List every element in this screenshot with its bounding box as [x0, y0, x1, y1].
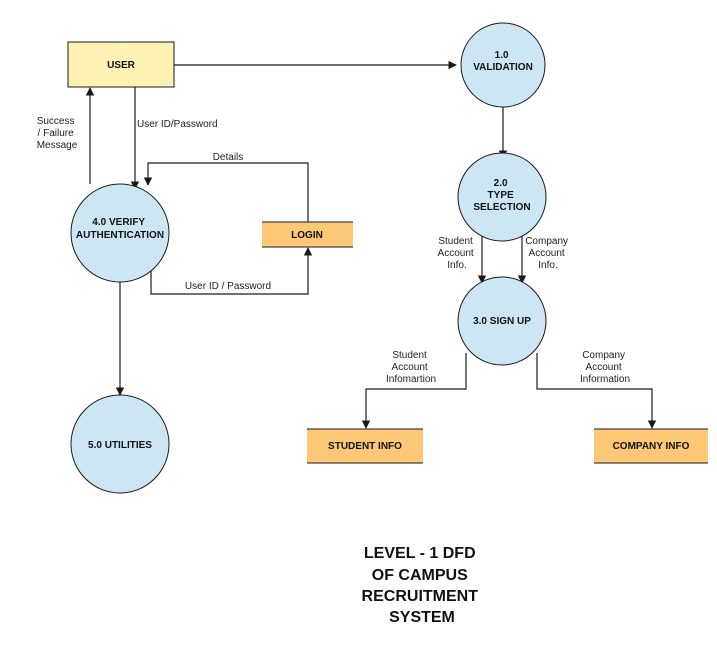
- process-sign-up: 3.0 SIGN UP: [457, 276, 547, 366]
- edge-label-student-account-infomartion: Student Account Infomartion: [386, 350, 436, 385]
- process-utilities-label: 5.0 UTILITIES: [88, 440, 152, 451]
- process-sign-up-label: 3.0 SIGN UP: [473, 316, 531, 327]
- user-entity-label: USER: [107, 60, 136, 71]
- process-verify-authentication: 4.0 VERIFY AUTHENTICATION: [70, 183, 170, 283]
- data-store-student-info-label: STUDENT INFO: [328, 441, 402, 452]
- data-store-login: LOGIN: [262, 221, 353, 248]
- data-store-company-info: COMPANY INFO: [594, 428, 708, 464]
- edge-signup-to-company-info: [536, 353, 657, 429]
- edge-verify-to-login: [150, 247, 313, 295]
- process-verify-authentication-label: 4.0 VERIFY AUTHENTICATION: [76, 217, 164, 241]
- edge-label-success-failure: Success / Failure Message: [37, 116, 78, 151]
- process-type-selection-label: 2.0 TYPE SELECTION: [473, 178, 530, 213]
- process-validation-label: 1.0 VALIDATION: [473, 50, 533, 73]
- edge-label-user-id-password: User ID/Password: [137, 119, 218, 130]
- edge-label-company-account-information: Company Account Information: [580, 350, 630, 385]
- data-store-login-label: LOGIN: [291, 230, 323, 241]
- edge-label-student-account-info: Student Account Info.: [438, 236, 477, 271]
- data-store-student-info: STUDENT INFO: [307, 428, 423, 464]
- data-store-company-info-label: COMPANY INFO: [613, 441, 690, 452]
- process-utilities: 5.0 UTILITIES: [70, 394, 170, 494]
- process-validation: 1.0 VALIDATION: [460, 22, 546, 108]
- process-type-selection: 2.0 TYPE SELECTION: [457, 152, 547, 242]
- edge-signup-to-student-info: [361, 353, 467, 429]
- diagram-title: LEVEL - 1 DFD OF CAMPUS RECRUITMENT SYST…: [362, 545, 483, 626]
- edge-label-user-id-password-2: User ID / Password: [185, 281, 271, 292]
- user-entity: USER: [67, 41, 175, 88]
- edge-label-company-account-info: Company Account Info.: [525, 236, 571, 271]
- edge-login-to-verify: [143, 162, 309, 222]
- edge-label-details: Details: [213, 152, 244, 163]
